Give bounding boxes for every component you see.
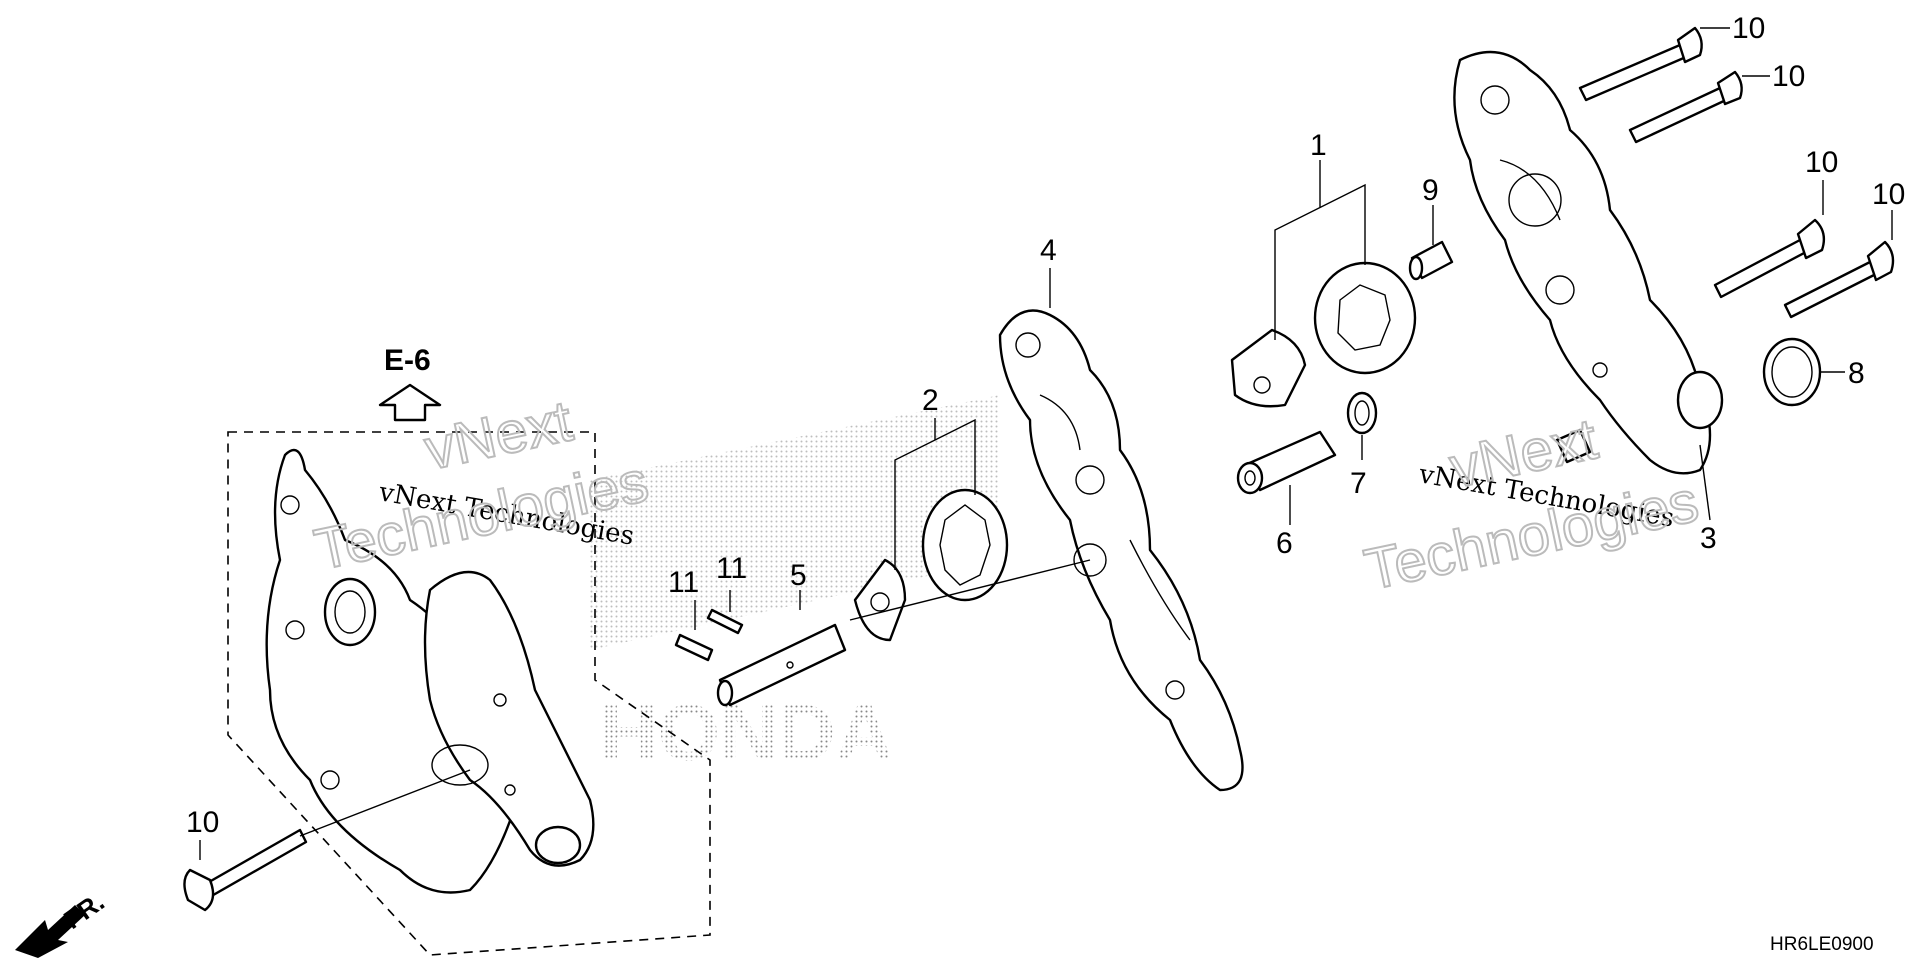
callout-10-b: 10: [1772, 60, 1805, 93]
callout-10-e: 10: [186, 806, 219, 839]
front-arrow-icon: [15, 905, 85, 958]
svg-text:HONDA: HONDA: [600, 688, 893, 777]
section-ref-label: E-6: [384, 344, 431, 377]
callout-10-d: 10: [1872, 178, 1905, 211]
bolt-mid-2: [1783, 240, 1895, 319]
callout-6: 6: [1276, 527, 1293, 560]
rotor-set-2: [853, 488, 1009, 642]
callout-10-c: 10: [1805, 146, 1838, 179]
bolt-top-2: [1628, 70, 1743, 144]
up-arrow-icon: [378, 383, 442, 422]
callout-8: 8: [1848, 357, 1865, 390]
callout-3: 3: [1700, 522, 1717, 555]
section-reference[interactable]: E-6: [378, 344, 442, 422]
assembly-outline: [227, 431, 711, 956]
watermark-right: vNext Technologies vNext Technologies: [1358, 405, 1705, 603]
callout-9: 9: [1422, 174, 1439, 207]
bolt-mid-1: [1713, 218, 1826, 299]
dowel-near-3: [1555, 428, 1592, 464]
leader-lines: [199, 27, 1893, 860]
callout-11-b: 11: [716, 552, 747, 585]
left-oil-pump-body: [423, 570, 595, 867]
callout-2: 2: [922, 384, 939, 417]
dowel-9: [1408, 240, 1454, 281]
callout-11-a: 11: [668, 566, 699, 599]
dowel-pins: [674, 608, 744, 662]
pump-cover-3: [1453, 50, 1724, 475]
callout-5: 5: [790, 559, 807, 592]
o-ring-8-inner: [1771, 346, 1813, 398]
left-case-cover: [265, 448, 522, 894]
callout-1: 1: [1310, 129, 1327, 162]
o-ring-7-inner: [1354, 400, 1370, 426]
bolt-top-1: [1578, 26, 1703, 102]
rotor-set-1: [1230, 261, 1417, 408]
callout-4: 4: [1040, 234, 1057, 267]
bolt-lower-left: [183, 769, 471, 912]
o-ring-7: [1346, 391, 1378, 435]
diagram-code: HR6LE0900: [1770, 934, 1874, 955]
pump-shaft: [716, 623, 847, 707]
callout-10-a: 10: [1732, 12, 1765, 45]
pump-plate-4: [849, 309, 1244, 792]
relief-valve-6: [1236, 430, 1337, 495]
callout-7: 7: [1350, 467, 1367, 500]
front-direction: FR.: [15, 886, 110, 958]
